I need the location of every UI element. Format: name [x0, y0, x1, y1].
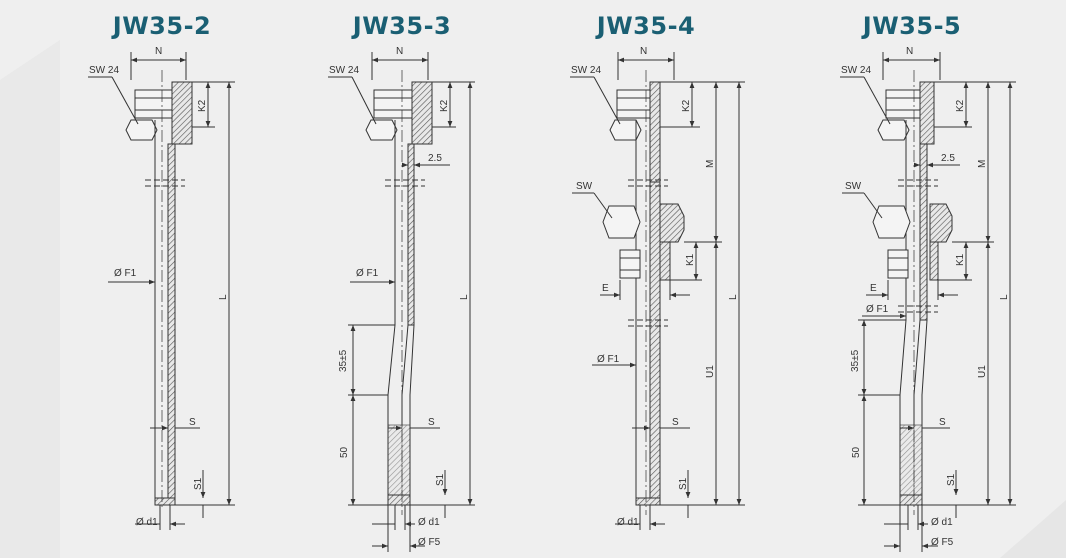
dim-taper-label: 35±5 [338, 349, 349, 372]
dim-s1-label: S1 [193, 477, 204, 490]
dim-s-label: S [939, 417, 946, 428]
dim-s-label: S [672, 417, 679, 428]
dim-l-label: L [459, 294, 470, 300]
dim-s1-label: S1 [678, 477, 689, 490]
dim-s-label: S [189, 417, 196, 428]
dim-n-label: N [396, 46, 404, 57]
drawing-jw35-4 [570, 52, 745, 530]
dim-tip-length-label: 50 [339, 446, 350, 458]
dim-k2-label: K2 [681, 99, 692, 112]
drawing-title-jw35-4: JW35-4 [596, 12, 696, 40]
dim-l-label: L [999, 294, 1010, 300]
dim-gap-label: 2.5 [428, 153, 442, 164]
dim-k1-label: K1 [955, 253, 966, 266]
wrench-size-label: SW 24 [89, 65, 120, 76]
drawing-title-jw35-3: JW35-3 [352, 12, 452, 40]
dim-n-label: N [155, 46, 163, 57]
dim-l-label: L [728, 294, 739, 300]
drawing-title-jw35-5: JW35-5 [862, 12, 962, 40]
dim-e-label: E [870, 283, 877, 294]
dim-f5-label: Ø F5 [931, 537, 954, 548]
dim-n-label: N [640, 46, 648, 57]
dim-d1-label: Ø d1 [617, 517, 639, 528]
dim-k2-label: K2 [955, 99, 966, 112]
dim-n-label: N [906, 46, 914, 57]
dim-k2-label: K2 [197, 99, 208, 112]
dim-l-label: L [218, 294, 229, 300]
dim-u1-label: U1 [977, 365, 988, 378]
dim-m-label: M [705, 159, 716, 168]
dim-u1-label: U1 [705, 365, 716, 378]
dim-m-label: M [977, 159, 988, 168]
dim-f5-label: Ø F5 [418, 537, 441, 548]
wrench-size-label: SW 24 [329, 65, 360, 76]
dim-f1-label: Ø F1 [866, 304, 889, 315]
wrench-size-label: SW 24 [571, 65, 602, 76]
dim-s1-label: S1 [435, 473, 446, 486]
drawing-jw35-2 [88, 52, 235, 530]
dim-k2-label: K2 [439, 99, 450, 112]
dim-f1-label: Ø F1 [114, 268, 137, 279]
wrench2-label: SW [845, 181, 862, 192]
dim-k1-label: K1 [685, 253, 696, 266]
dim-d1-label: Ø d1 [136, 517, 158, 528]
dim-f1-label: Ø F1 [356, 268, 379, 279]
dim-gap-label: 2.5 [941, 153, 955, 164]
drawing-jw35-3 [328, 52, 475, 552]
drawing-title-jw35-2: JW35-2 [112, 12, 212, 40]
wrench2-label: SW [576, 181, 593, 192]
dim-e-label: E [602, 283, 609, 294]
dim-s-label: S [428, 417, 435, 428]
wrench-size-label: SW 24 [841, 65, 872, 76]
dim-s1-label: S1 [946, 473, 957, 486]
dim-d1-label: Ø d1 [931, 517, 953, 528]
dim-tip-length-label: 50 [851, 446, 862, 458]
dim-taper-label: 35±5 [850, 349, 861, 372]
dim-d1-label: Ø d1 [418, 517, 440, 528]
drawing-jw35-5 [840, 52, 1016, 552]
dim-f1-label: Ø F1 [597, 354, 620, 365]
